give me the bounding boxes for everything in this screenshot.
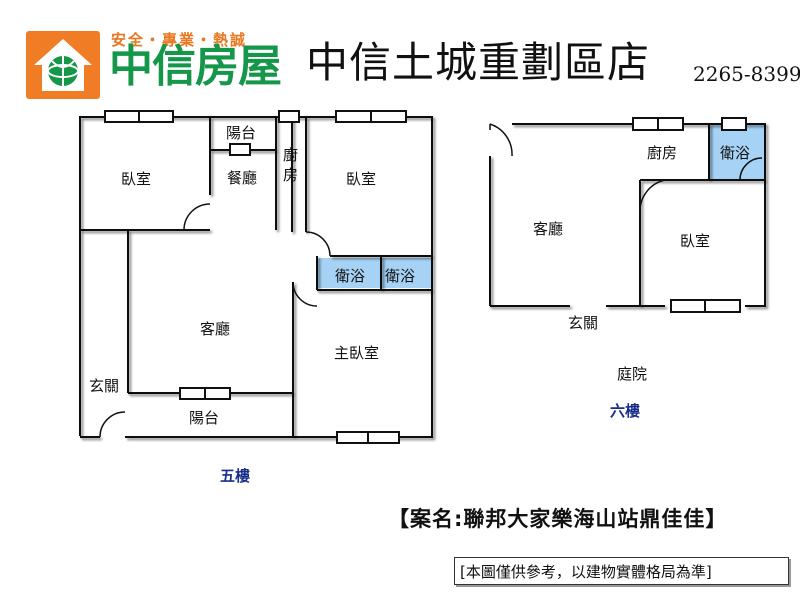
room-garden-6f: 庭院 (617, 365, 647, 383)
store-name: 中信土城重劃區店 (306, 38, 651, 87)
room-entrance: 玄關 (89, 377, 119, 395)
room-bedroom-right: 臥室 (346, 170, 376, 188)
room-bedroom-6f: 臥室 (680, 232, 710, 250)
room-bath-1: 衛浴 (335, 267, 365, 285)
floor-5-label: 五樓 (220, 467, 250, 485)
room-bath-6f: 衛浴 (720, 144, 750, 162)
floor-5-plan: 臥室 陽台 餐廳 廚 房 臥室 衛浴 衛浴 客廳 主臥室 玄關 陽台 五樓 (79, 110, 433, 485)
case-name: 【案名:聯邦大家樂海山站鼎佳佳】 (388, 507, 728, 531)
room-balcony-bottom: 陽台 (189, 409, 219, 427)
disclaimer-box (454, 557, 789, 585)
room-master-bedroom: 主臥室 (334, 344, 379, 362)
room-living-6f: 客廳 (533, 220, 563, 238)
room-bedroom-left: 臥室 (121, 170, 151, 188)
room-dining: 餐廳 (227, 169, 257, 187)
brand-logo-icon (26, 31, 100, 99)
house-globe-icon (30, 35, 96, 95)
bath-fill-6f (709, 124, 765, 180)
floor-6-label: 六樓 (610, 402, 640, 420)
room-kitchen-bottom: 房 (283, 166, 298, 184)
room-living: 客廳 (200, 320, 230, 338)
bath-fill (317, 258, 431, 288)
room-entrance-6f: 玄關 (568, 314, 598, 332)
disclaimer-text: [本圖僅供參考，以建物實體格局為準] (460, 563, 712, 581)
room-balcony-top: 陽台 (226, 124, 256, 142)
store-phone: 2265-8399 (693, 62, 800, 86)
brand-slogan: 安全・專業・熱誠 (111, 31, 248, 49)
floor-6-plan: 廚房 衛浴 客廳 臥室 玄關 庭院 六樓 (489, 117, 766, 420)
room-bath-2: 衛浴 (385, 267, 415, 285)
brand-name: 中信房屋 (109, 41, 282, 92)
room-kitchen-6f: 廚房 (647, 144, 677, 162)
room-kitchen-top: 廚 (283, 146, 298, 164)
